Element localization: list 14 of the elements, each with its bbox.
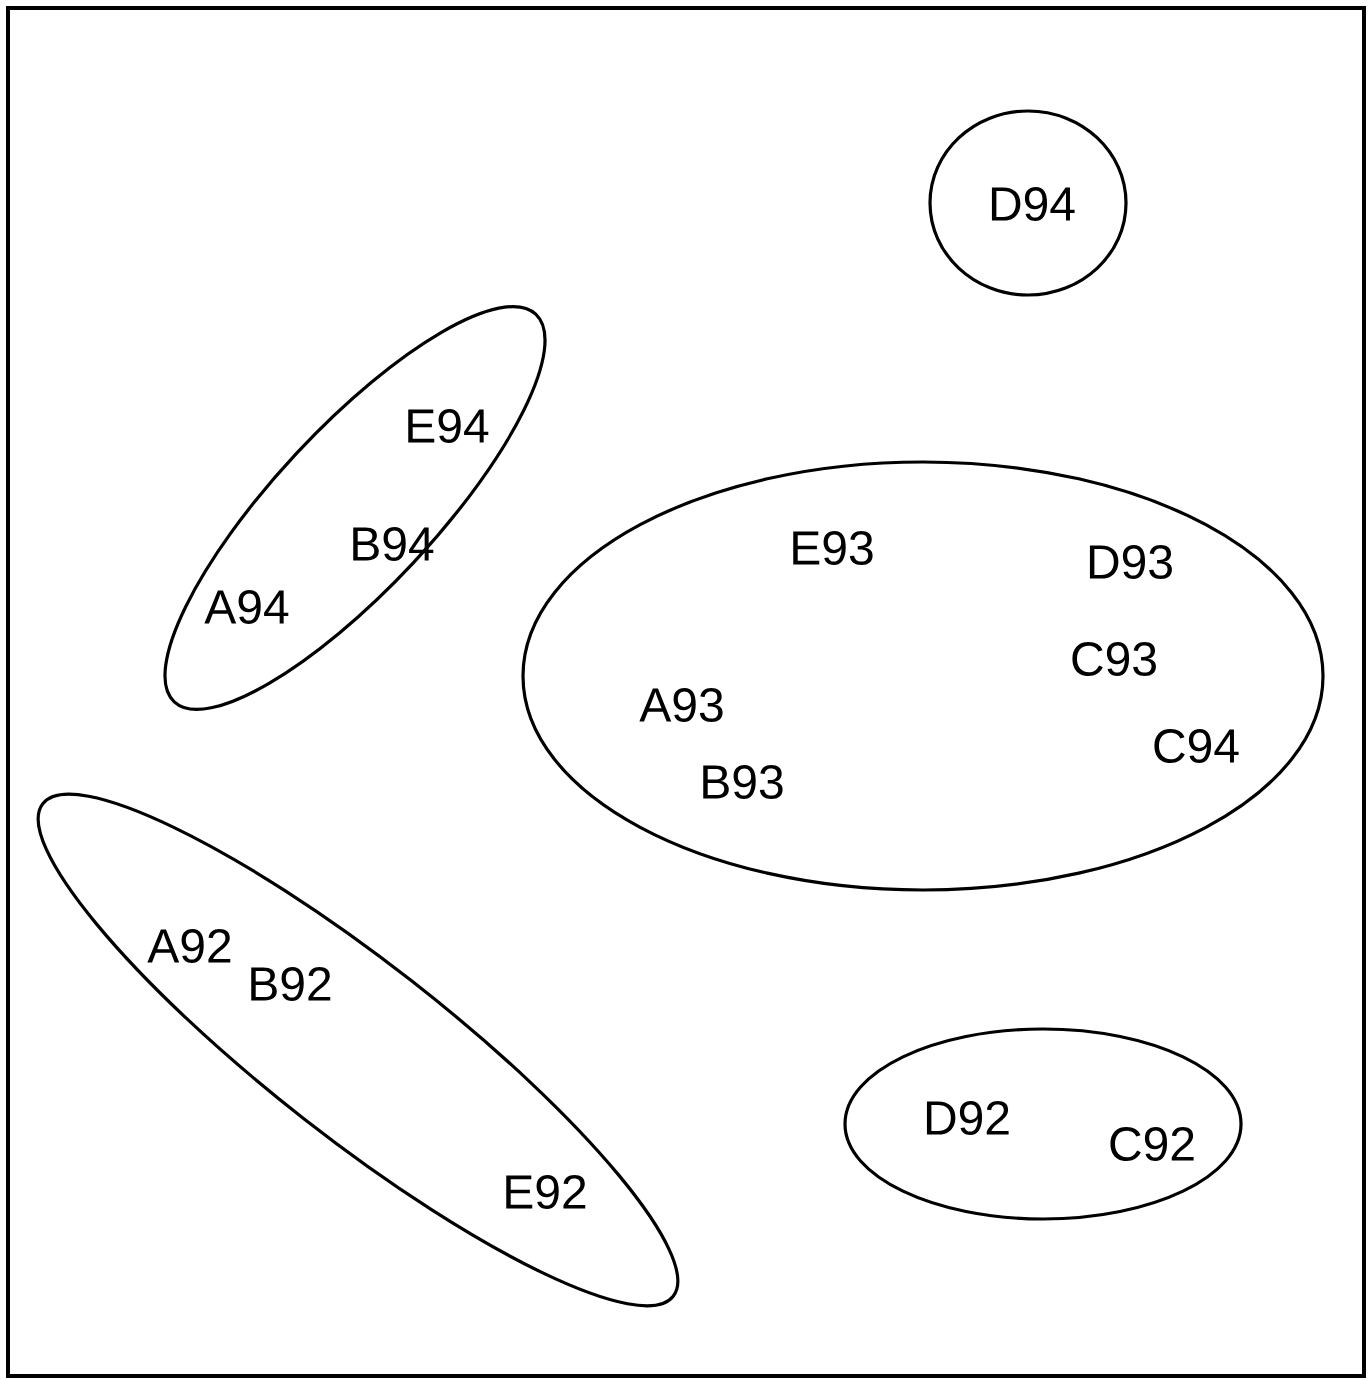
cluster-label: C92 — [1110, 1127, 1194, 1161]
cluster-label: B93 — [703, 765, 783, 799]
cluster-label: D93 — [1089, 545, 1172, 579]
cluster-label: C93 — [1072, 642, 1156, 676]
cluster-label: E92 — [506, 1175, 586, 1209]
cluster-label: E94 — [408, 409, 489, 443]
cluster-label: B92 — [251, 967, 331, 1001]
cluster-label: D94 — [991, 187, 1075, 221]
cluster-label: A92 — [147, 929, 231, 963]
cluster-label: D92 — [926, 1101, 1009, 1135]
cluster-label: A93 — [639, 688, 723, 722]
cluster-label: C94 — [1154, 729, 1239, 763]
cluster-label: E93 — [793, 531, 873, 565]
cluster-label: A94 — [204, 590, 289, 624]
